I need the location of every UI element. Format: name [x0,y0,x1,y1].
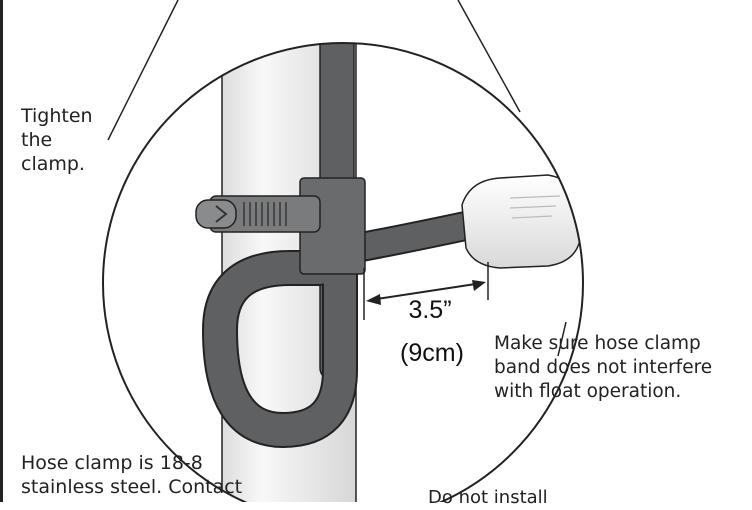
dimension-cm: (9cm) [400,339,464,367]
float-switch [461,174,581,269]
clamp-band-teeth [243,202,287,226]
bottom-note: Do not install [428,487,548,508]
magnified-view [195,43,583,502]
tighten-label: Tighten the clamp. [21,105,93,175]
clamp-screw [195,199,237,229]
dimension-inches: 3.5” [408,296,452,324]
left-border [0,0,3,502]
callout-line-left [107,0,179,141]
dimension-line [369,282,483,301]
note-pointer-line [557,321,567,357]
callout-line-right [457,0,521,113]
material-note: Hose clamp is 18-8 stainless steel. Cont… [21,452,243,498]
float-interference-note: Make sure hose clamp band does not inter… [494,333,713,402]
magnifier-circle [102,42,584,502]
